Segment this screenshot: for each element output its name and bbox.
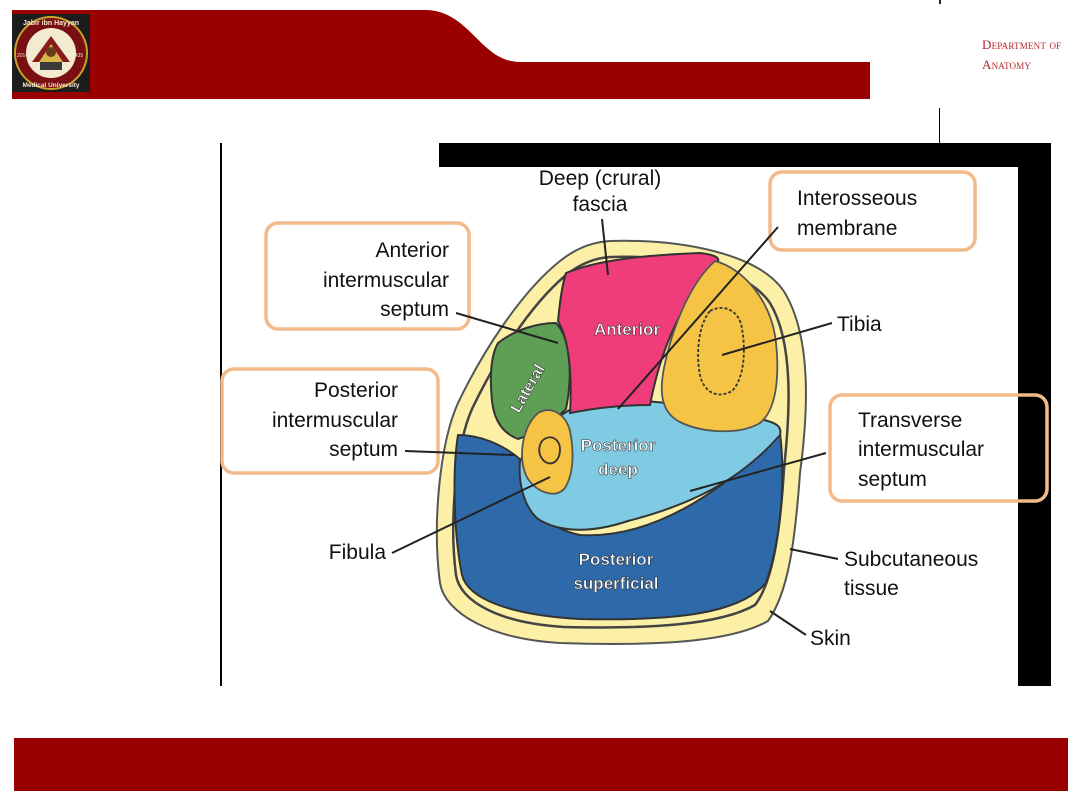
posterior-septum-leader (404, 450, 515, 456)
interosseous-label-2: membrane (797, 217, 897, 240)
leg-cross-section-figure: Anterior Lateral Posterior deep Posterio… (220, 143, 1051, 686)
fibula-marrow (538, 436, 561, 465)
posterior-superficial-label-1: Posterior (579, 550, 654, 569)
department-line-1: Department of (982, 37, 1062, 52)
subcutaneous-leader (789, 548, 839, 560)
posterior-deep-label-2: deep (598, 460, 638, 479)
deep-fascia-label-2: fascia (573, 193, 628, 216)
top-tick-mark (939, 0, 941, 4)
posterior-septum-label-2: intermuscular (272, 409, 398, 432)
posterior-septum-label-3: septum (329, 438, 398, 461)
tibia-marrow (697, 307, 745, 396)
deep-fascia-label-1: Deep (crural) (539, 167, 662, 190)
logo-text-top: Jabir ibn Hayyan (23, 20, 79, 27)
figure-top-bar (439, 143, 1051, 167)
header-band (12, 10, 870, 99)
posterior-superficial-label-2: superficial (573, 574, 658, 593)
transverse-septum-highlight-box (828, 393, 1049, 503)
interosseous-leader (617, 226, 779, 410)
anterior-septum-highlight-box (264, 221, 471, 331)
fibula-leader (391, 476, 551, 554)
deep-fascia-leader (601, 218, 609, 276)
fibula-bone (521, 409, 574, 495)
logo-text-bottom: Medical University (22, 82, 79, 89)
tibia-leader (721, 322, 833, 356)
skin-leader (769, 610, 807, 636)
anterior-septum-label-2: intermuscular (323, 269, 449, 292)
tibia-bone (660, 260, 779, 433)
department-line-2: Anatomy (982, 57, 1032, 72)
tibia-label: Tibia (837, 313, 882, 336)
posterior-septum-label-1: Posterior (314, 379, 398, 402)
anterior-compartment (556, 251, 720, 415)
university-logo: 2014 1435 Jabir ibn Hayyan Medical Unive… (12, 14, 90, 92)
divider-line (939, 108, 940, 144)
transverse-septum-label-3: septum (858, 468, 927, 491)
transverse-septum-label-1: Transverse (858, 409, 962, 432)
logo-year-left: 2014 (17, 53, 28, 59)
posterior-deep-label-1: Posterior (581, 436, 656, 455)
footer-band (14, 738, 1068, 791)
transverse-septum-label-2: intermuscular (858, 438, 984, 461)
subcutaneous-label-1: Subcutaneous (844, 548, 978, 571)
interosseous-label-1: Interosseous (797, 187, 917, 210)
interosseous-highlight-box (768, 170, 977, 252)
skin-label: Skin (810, 627, 851, 650)
posterior-septum-highlight-box (220, 367, 440, 475)
logo-year-right: 1435 (72, 53, 83, 59)
anterior-label: Anterior (594, 320, 661, 339)
department-label: Department of Anatomy (982, 35, 1061, 75)
transverse-septum-leader (689, 452, 827, 492)
fibula-label: Fibula (329, 541, 387, 564)
subcutaneous-label-2: tissue (844, 577, 899, 600)
anterior-septum-label-3: septum (380, 298, 449, 321)
anterior-septum-leader (455, 312, 559, 344)
anterior-septum-label-1: Anterior (375, 239, 449, 262)
